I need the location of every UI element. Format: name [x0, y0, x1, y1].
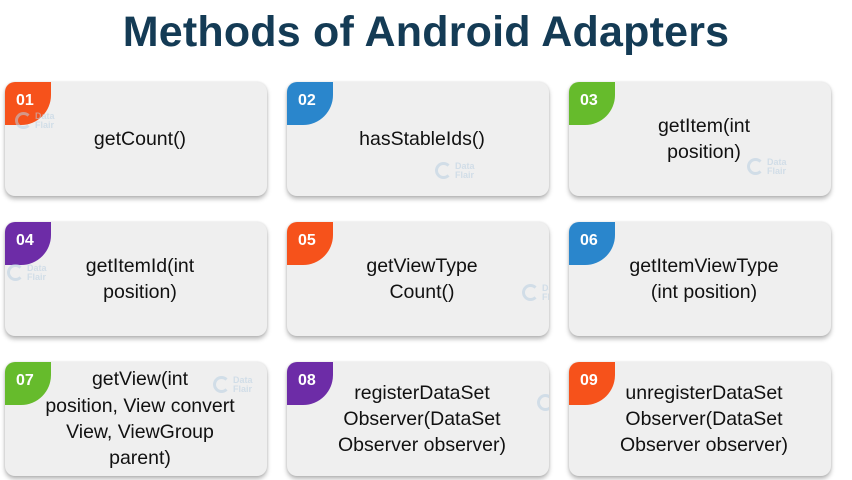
method-label-04: getItemId(int position)	[85, 254, 195, 303]
method-card-06: 06 getItemViewType (int position)	[569, 222, 831, 336]
method-label-08: registerDataSet Observer(DataSet Observe…	[338, 381, 506, 457]
method-label-06: getItemViewType (int position)	[629, 254, 779, 303]
method-label-07: getView(int position, View convert View,…	[45, 368, 235, 470]
method-label-05: getViewType Count()	[366, 254, 478, 303]
method-label-02: hasStableIds()	[359, 127, 485, 150]
method-label-01: getCount()	[93, 127, 187, 150]
method-label-03: getItem(int position)	[657, 114, 751, 163]
method-label-09: unregisterDataSet Observer(DataSet Obser…	[620, 381, 788, 457]
method-card-09: 09 unregisterDataSet Observer(DataSet Ob…	[569, 362, 831, 476]
page-title: Methods of Android Adapters	[122, 8, 730, 56]
